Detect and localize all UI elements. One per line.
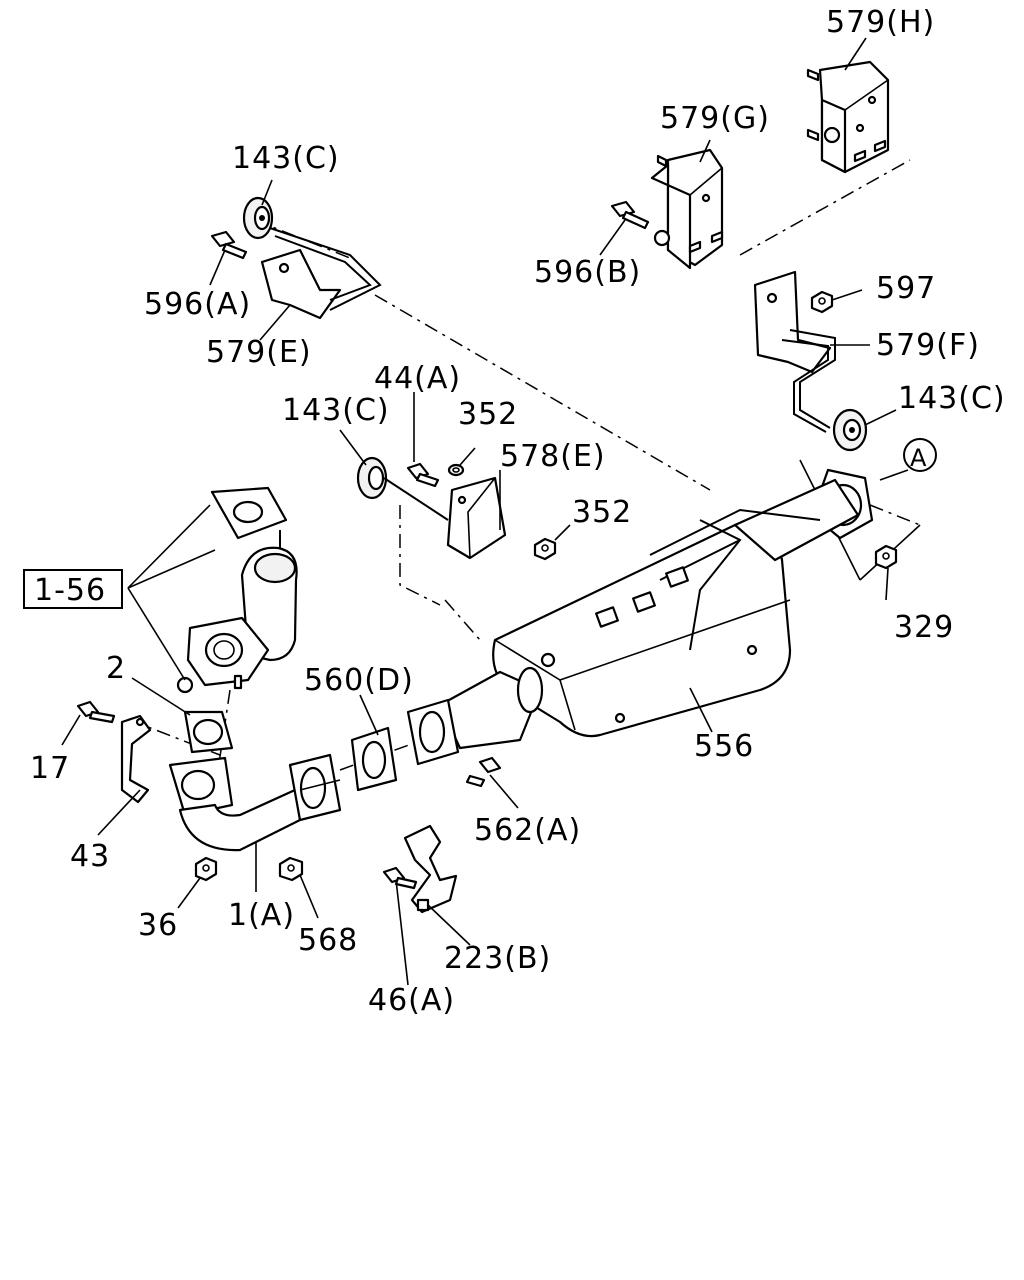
callout-579h: 579(H) (826, 5, 935, 40)
callout-43: 43 (70, 839, 110, 874)
callout-562a: 562(A) (474, 813, 581, 848)
bolt-596b (610, 200, 650, 230)
callout-596a: 596(A) (144, 287, 251, 322)
callout-579e: 579(E) (206, 335, 312, 370)
callout-46a: 46(A) (368, 983, 455, 1018)
gasket-560d (350, 726, 398, 792)
turbocharger-assembly (176, 486, 298, 694)
hanger-bracket-579g (650, 148, 724, 270)
callout-17: 17 (30, 751, 70, 786)
front-exhaust-pipe-1a (168, 753, 342, 852)
rubber-isolator-143c-upper-left (242, 196, 274, 240)
bolt-596a (210, 230, 248, 260)
callout-1a: 1(A) (228, 898, 295, 933)
callout-143c-upper-left: 143(C) (232, 141, 340, 176)
inlet-flange (406, 698, 460, 766)
nut-36 (194, 856, 218, 882)
bracket-223b (403, 824, 458, 914)
callout-579f: 579(F) (876, 328, 980, 363)
leader-lines (61, 37, 909, 986)
callout-568: 568 (298, 923, 358, 958)
callout-36: 36 (138, 908, 178, 943)
callout-2: 2 (106, 651, 126, 686)
nut-597 (810, 290, 834, 314)
washer-352-upper (447, 463, 465, 477)
nut-329 (874, 544, 898, 570)
reference-box-1-56[interactable]: 1-56 (23, 569, 123, 609)
rubber-isolator-143c-right (832, 408, 868, 452)
gasket-2 (183, 710, 234, 754)
hanger-bracket-579f (753, 270, 836, 433)
callout-1-56: 1-56 (34, 573, 106, 608)
bolt-46a (382, 866, 418, 890)
hanger-bracket-579e (260, 227, 382, 320)
callout-329: 329 (894, 610, 954, 645)
bolt-44a (406, 462, 440, 488)
callout-44a: 44(A) (374, 361, 461, 396)
callout-223b: 223(B) (444, 941, 551, 976)
nut-352-lower (533, 537, 557, 561)
callout-labels: 579(H) 579(G) 143(C) 596(B) 596(A) 597 5… (30, 5, 1006, 1018)
callout-596b: 596(B) (534, 255, 641, 290)
callout-circle-a: A (910, 444, 927, 472)
rubber-isolator-143c-center (356, 456, 449, 521)
hanger-bracket-579h (806, 60, 890, 174)
callout-143c-center: 143(C) (282, 393, 390, 428)
callout-143c-right: 143(C) (898, 381, 1006, 416)
nut-568 (278, 856, 304, 882)
callout-597: 597 (876, 271, 936, 306)
bolt-17 (76, 700, 116, 724)
callout-556: 556 (694, 729, 754, 764)
reference-circle-a[interactable]: A (903, 438, 937, 472)
bolt-562a (465, 756, 502, 788)
callout-578e: 578(E) (500, 439, 606, 474)
bracket-43 (120, 714, 152, 804)
callout-352-lower: 352 (572, 495, 632, 530)
diesel-particulate-filter-556 (438, 478, 860, 750)
bracket-578e (446, 476, 507, 560)
callout-579g: 579(G) (660, 101, 770, 136)
callout-560d: 560(D) (304, 663, 414, 698)
callout-352-upper: 352 (458, 397, 518, 432)
